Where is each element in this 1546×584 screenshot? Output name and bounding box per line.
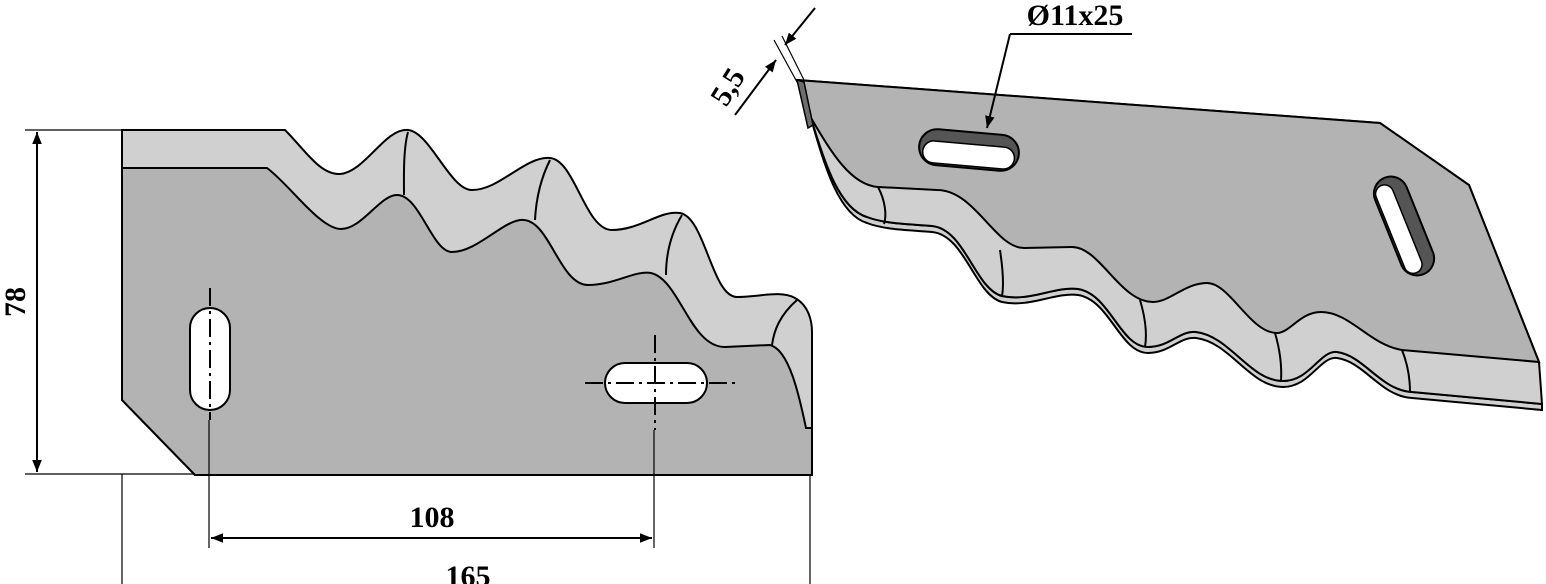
dimension-hole-spacing: 108 xyxy=(208,420,655,548)
dimension-height-label: 78 xyxy=(0,287,32,317)
dimension-thickness-label: 5,5 xyxy=(704,62,752,111)
slot-2 xyxy=(1372,175,1436,277)
dimension-height: 78 xyxy=(0,129,195,475)
bevel-seams xyxy=(402,131,798,346)
slot-1 xyxy=(918,128,1020,172)
perspective-view: 5,5 Ø11x25 xyxy=(704,0,1544,412)
front-view: 78 108 165 xyxy=(0,128,813,584)
slot-size-label: Ø11x25 xyxy=(1027,0,1124,32)
center-lines xyxy=(209,288,735,430)
dimension-hole-spacing-label: 108 xyxy=(410,501,455,534)
dimension-thickness: 5,5 xyxy=(704,7,816,116)
dimension-length: 165 xyxy=(121,474,811,584)
bevel-seams-3d xyxy=(877,186,1411,393)
slot-size-callout: Ø11x25 xyxy=(985,0,1132,129)
dimension-length-label: 165 xyxy=(446,560,491,584)
edge-dark-strip xyxy=(795,78,814,130)
